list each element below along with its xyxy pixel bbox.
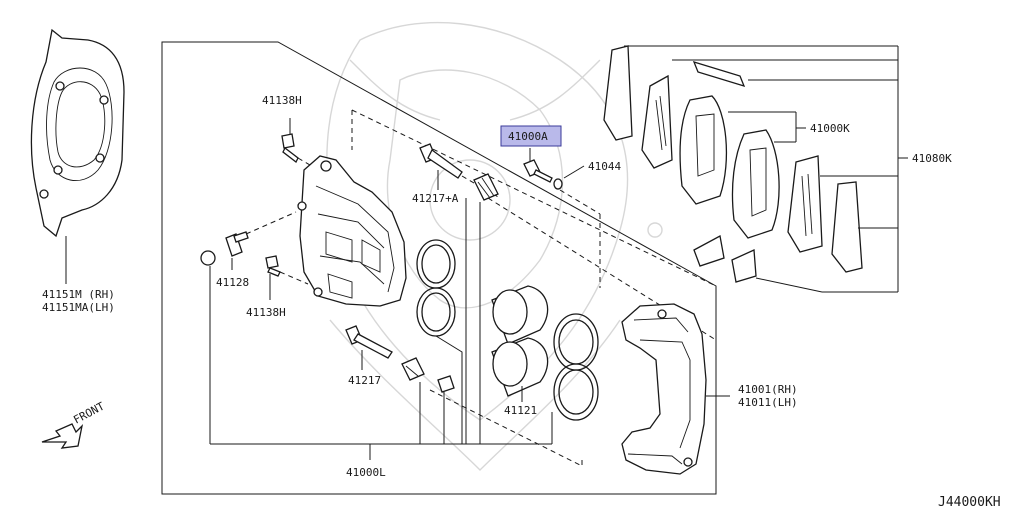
label-caliper-assy[interactable]: 41000L <box>346 466 386 479</box>
highlight-box <box>500 125 562 147</box>
label-backing-plate-lh[interactable]: 41151MA(LH) <box>42 301 115 314</box>
label-washer[interactable]: 41044 <box>588 160 621 173</box>
label-backing-plate-rh[interactable]: 41151M (RH) <box>42 288 115 301</box>
label-highlighted-part[interactable]: 41000A <box>508 130 548 143</box>
label-torque-member-lh[interactable]: 41011(LH) <box>738 396 798 409</box>
backing-plate-drawing <box>30 28 125 284</box>
label-pin-bolt-a[interactable]: 41217+A <box>412 192 459 205</box>
diagram-code: J44000KH <box>938 495 1001 510</box>
label-pad-shim-kit[interactable]: 41080K <box>912 152 952 165</box>
piston-seals-drawing <box>416 239 463 444</box>
bolt-and-washer-drawing <box>523 148 601 288</box>
torque-member-drawing <box>621 303 730 475</box>
label-pin-bolt[interactable]: 41217 <box>348 374 381 387</box>
assembly-bracket <box>210 443 552 460</box>
caliper-body-drawing <box>297 109 717 307</box>
label-bleeder[interactable]: 41128 <box>216 276 249 289</box>
label-torque-member-rh[interactable]: 41001(RH) <box>738 383 798 396</box>
pistons-drawing <box>429 197 717 467</box>
caliper-frame <box>161 41 717 495</box>
pin-bolts-drawing <box>345 143 501 444</box>
label-pad-kit[interactable]: 41000K <box>810 122 850 135</box>
front-label: FRONT <box>71 399 107 426</box>
front-arrow-icon <box>41 423 84 449</box>
pads-and-shims-drawing <box>603 45 908 293</box>
label-bolt-lower[interactable]: 41138H <box>246 306 286 319</box>
label-piston[interactable]: 41121 <box>504 404 537 417</box>
label-bolt-upper[interactable]: 41138H <box>262 94 302 107</box>
